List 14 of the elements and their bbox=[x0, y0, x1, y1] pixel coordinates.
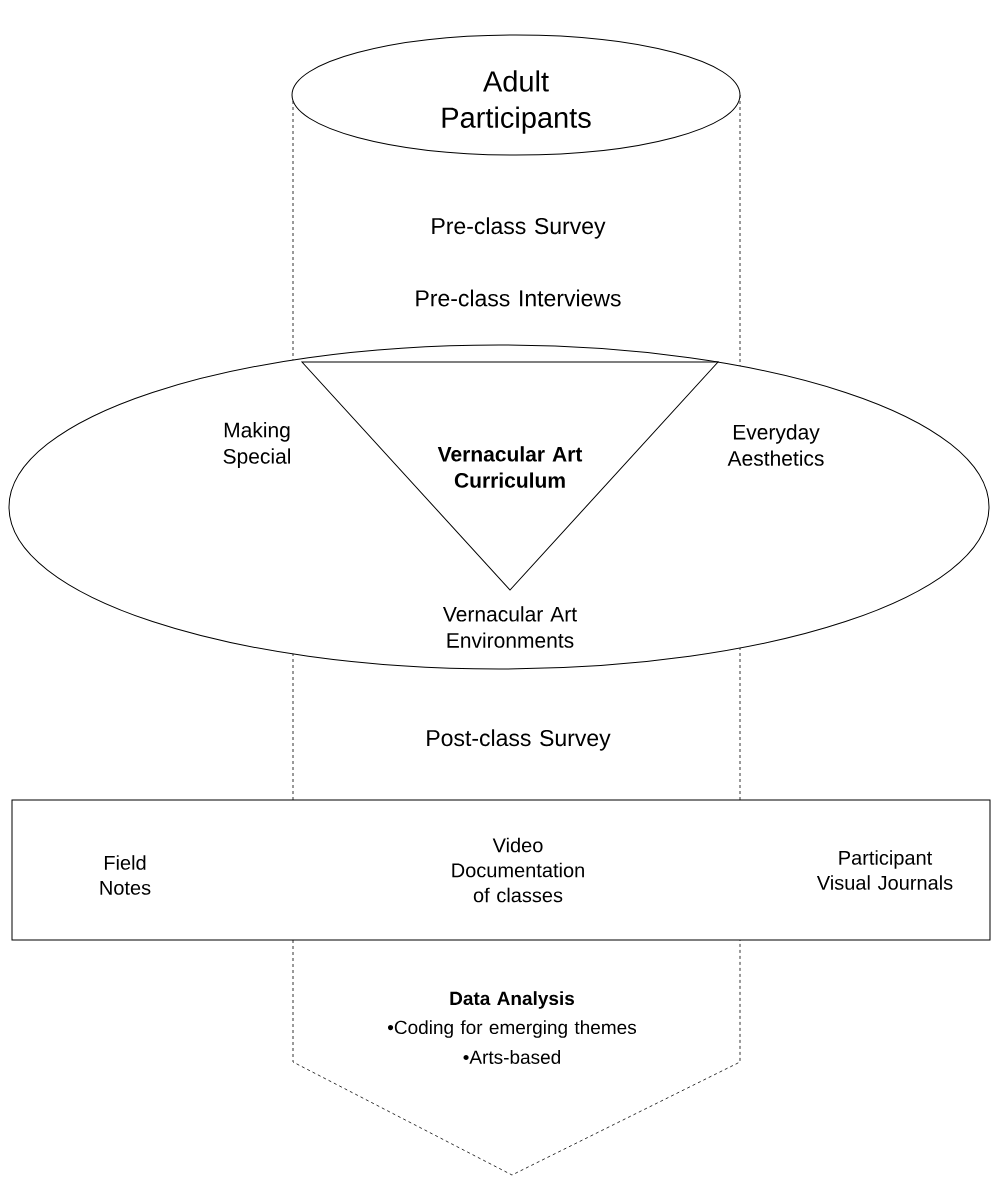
node-text: •Coding for emerging themes bbox=[388, 1020, 637, 1038]
node-text: Data Analysis bbox=[450, 991, 575, 1009]
stage-label: Post-class Survey bbox=[427, 729, 611, 751]
node-text: Everyday Aesthetics bbox=[727, 424, 824, 466]
stage-label: Pre-class Interviews bbox=[416, 289, 621, 307]
stage-label: Pre-class Survey bbox=[432, 217, 606, 239]
node-text: Making Special bbox=[223, 422, 290, 468]
node-text: Video Documentation of classes bbox=[452, 837, 584, 903]
node-text: Vernacular Art Curriculum bbox=[437, 446, 583, 488]
node-text: Adult Participants bbox=[442, 70, 591, 134]
node-text: Vernacular Art Environments bbox=[443, 606, 577, 648]
node-text: Field Notes bbox=[100, 855, 151, 895]
node-text: Participant Visual Journals bbox=[816, 850, 953, 890]
node-text: •Arts-based bbox=[463, 1050, 560, 1064]
